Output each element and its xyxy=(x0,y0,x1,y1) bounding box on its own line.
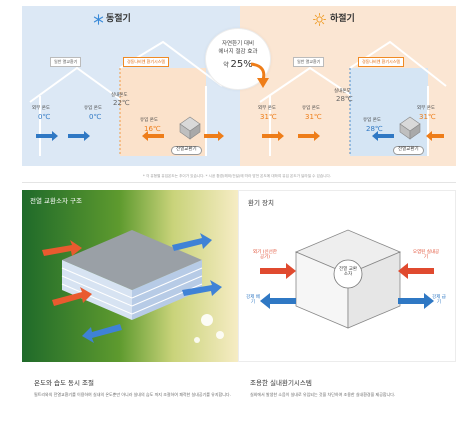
summer-outdoor-left-value: 31℃ xyxy=(260,113,277,121)
ventilation-device-title: 환기 장치 xyxy=(248,199,274,207)
winter-inflow2-label: 유입 온도 xyxy=(140,118,158,123)
energy-saving-prefix: 약 xyxy=(223,62,229,69)
winter-tag-ordinary: 일반 열교환기 xyxy=(50,57,82,67)
summer-tag-navien: 경동나비엔 환기시스템 xyxy=(358,57,405,67)
curved-arrow-icon xyxy=(250,62,269,88)
winter-indoor-label: 실내온도 xyxy=(111,93,128,98)
winter-inflow1-label: 유입 온도 xyxy=(84,106,102,111)
winter-title: 동절기 xyxy=(106,14,131,24)
winter-indoor-value: 22℃ xyxy=(113,99,130,107)
winter-house-illustration xyxy=(29,40,224,156)
snowflake-icon xyxy=(93,14,104,25)
label-forced-supply: 강제 급기 xyxy=(432,295,446,305)
summer-house-illustration xyxy=(259,40,447,156)
summer-heat-exchanger-badge: 전열교환기 xyxy=(393,146,424,155)
quiet-system-heading: 조용한 실내환기시스템 xyxy=(250,379,312,387)
winter-tag-navien: 경동나비엔 환기시스템 xyxy=(123,57,170,67)
summer-outdoor-left-label: 외부 온도 xyxy=(258,106,276,111)
section-divider xyxy=(22,182,456,183)
energy-saving-line1: 자연환기 대비 xyxy=(221,41,255,47)
temp-humidity-desc: 필트리와의 전열교환기를 이용하여 실내의 온도뿐만 아니라 실내의 습도 까지… xyxy=(34,392,231,397)
summer-indoor-label: 실내온도 xyxy=(334,89,351,94)
quiet-system-desc: 실외에서 발생한 소음이 실내로 유입되는 것을 차단하여 조용한 실내환경을 … xyxy=(250,392,396,397)
summer-inflow1-value: 31℃ xyxy=(305,113,322,121)
summer-indoor-value: 28℃ xyxy=(336,95,353,103)
label-fresh-air: 외기 (신선한 공기) xyxy=(253,250,277,260)
temp-humidity-heading: 온도와 습도 동시 조절 xyxy=(34,379,95,387)
image-title: 전열 교환소자 구조 xyxy=(30,197,82,205)
heat-exchange-element-label: 전열 교환 소자 xyxy=(339,267,357,277)
exchanger-structure-illustration xyxy=(22,190,238,362)
label-forced-exhaust: 강제 배기 xyxy=(246,295,260,305)
exchanger-structure-image: 전열 교환소자 구조 xyxy=(22,190,238,362)
sun-icon xyxy=(313,13,326,26)
winter-outdoor-value: 0℃ xyxy=(38,113,51,121)
footnote: * 각 유형별 유입온도는 추이가 있습니다. * 시공 환경(해외/건설)에 … xyxy=(142,174,331,178)
summer-inflow2-label: 유입 온도 xyxy=(363,118,381,123)
summer-title: 하절기 xyxy=(330,14,355,24)
energy-saving-line2: 에너지 절감 효과 xyxy=(218,49,258,55)
summer-outdoor-right-label: 외부 온도 xyxy=(417,106,435,111)
ventilation-diagram xyxy=(260,229,434,329)
label-polluted-air: 오염된 실내공기 xyxy=(412,250,440,260)
winter-inflow1-value: 0℃ xyxy=(89,113,102,121)
winter-inflow2-value: 16℃ xyxy=(144,125,161,133)
summer-tag-ordinary: 일반 열교환기 xyxy=(293,57,325,67)
summer-outdoor-right-value: 31℃ xyxy=(419,113,436,121)
winter-outdoor-label: 외부 온도 xyxy=(32,106,50,111)
energy-saving-value: 25% xyxy=(230,59,253,70)
summer-inflow1-label: 유입 온도 xyxy=(302,106,320,111)
summer-inflow2-value: 28℃ xyxy=(366,125,383,133)
winter-heat-exchanger-badge: 전열교환기 xyxy=(171,146,202,155)
